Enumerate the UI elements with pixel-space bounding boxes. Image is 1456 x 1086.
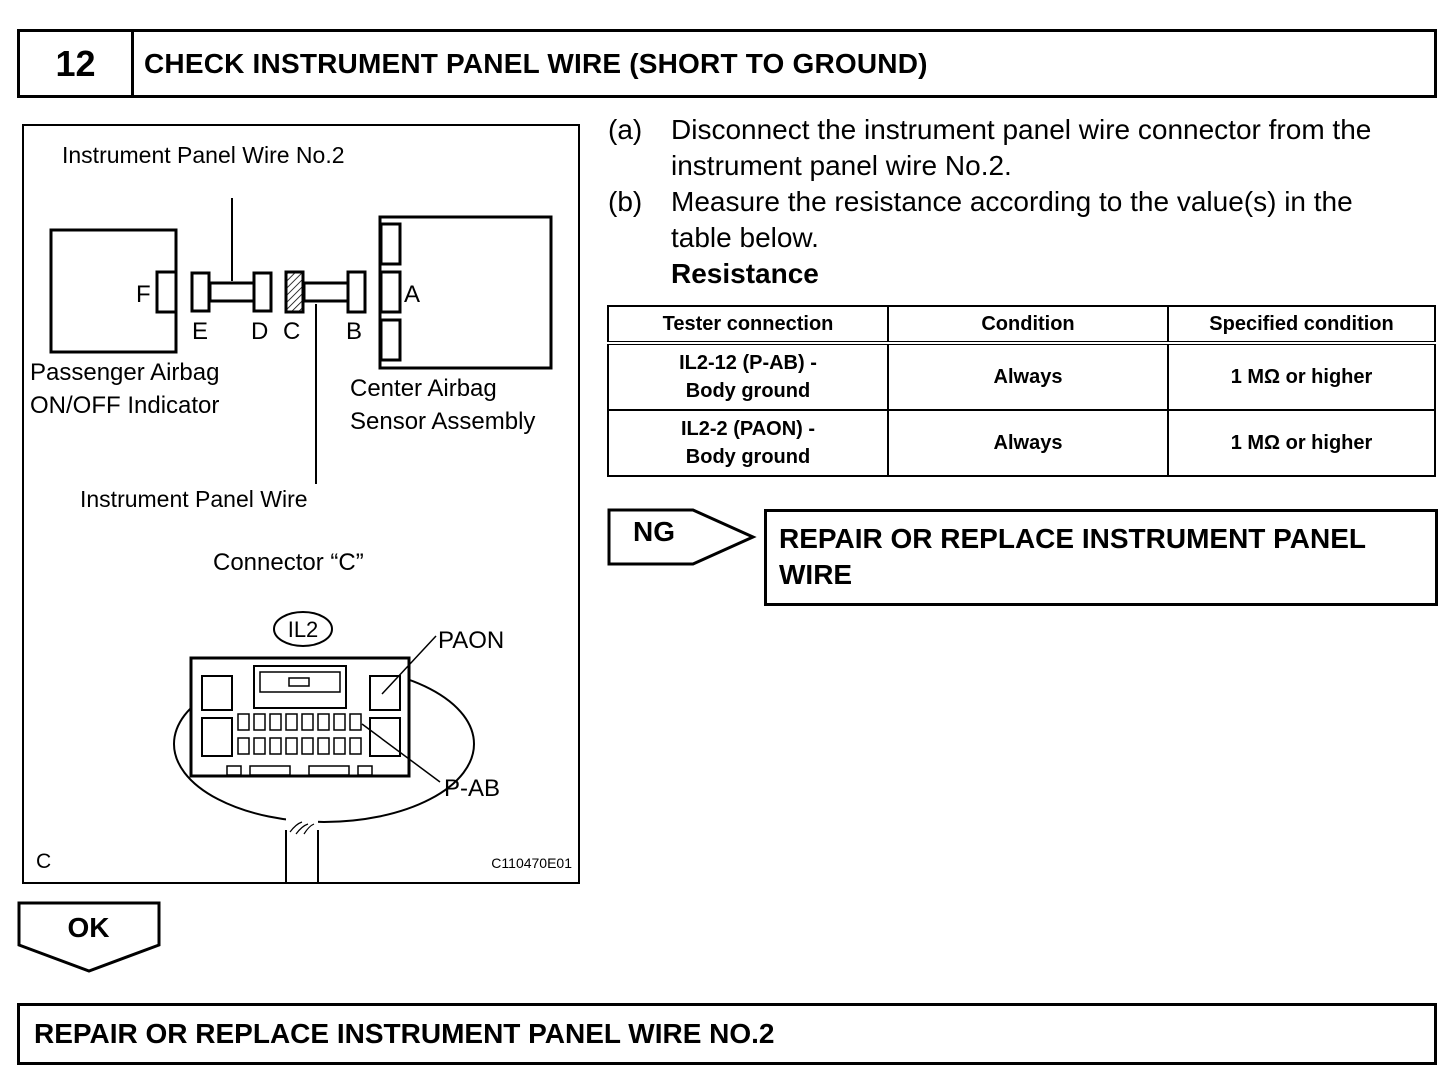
wiring-diagram-figure: Instrument Panel Wire No.2 F E D C B A P…	[22, 124, 580, 884]
connector-code-oval	[273, 611, 333, 647]
terminal-large-bottom-left	[201, 717, 233, 757]
ok-action-box: REPAIR OR REPLACE INSTRUMENT PANEL WIRE …	[17, 1003, 1437, 1065]
wire-no2-harness	[208, 281, 256, 303]
connection-line2: Body ground	[685, 380, 811, 402]
lock-slot	[288, 677, 310, 687]
header-specified-condition: Specified condition	[1167, 305, 1436, 344]
ng-label: NG	[633, 516, 675, 547]
step-number: 12	[20, 32, 134, 95]
terminal-large-top-left	[201, 675, 233, 711]
label-d: D	[251, 318, 268, 345]
harness-strands	[289, 821, 315, 835]
table-row: IL2-12 (P-AB) - Body ground Always 1 MΩ …	[607, 342, 1436, 411]
connector-code-label: IL2	[288, 617, 319, 642]
ng-action-line1: REPAIR OR REPLACE INSTRUMENT PANEL	[779, 523, 1366, 554]
ok-label: OK	[67, 912, 110, 943]
sensor-connector-upper	[379, 222, 402, 266]
resistance-table: Tester connection Condition Specified co…	[607, 305, 1436, 477]
cell-specified: 1 MΩ or higher	[1167, 409, 1436, 477]
table-header-row: Tester connection Condition Specified co…	[607, 305, 1436, 344]
center-airbag-label-line1: Center Airbag	[350, 375, 497, 402]
instruction-a-line2: instrument panel wire No.2.	[671, 150, 1012, 181]
table-row: IL2-2 (PAON) - Body ground Always 1 MΩ o…	[607, 409, 1436, 477]
cell-specified: 1 MΩ or higher	[1167, 342, 1436, 411]
connector-bottom-slots	[226, 765, 373, 776]
ng-arrow-icon	[607, 508, 757, 566]
terminal-row-lower	[237, 737, 362, 755]
pab-leader-line	[361, 723, 441, 783]
step-title: CHECK INSTRUMENT PANEL WIRE (SHORT TO GR…	[144, 47, 928, 79]
wiring-diagram-svg: Instrument Panel Wire No.2 F E D C B A P…	[30, 142, 572, 882]
center-airbag-label-line2: Sensor Assembly	[350, 408, 535, 435]
terminal-large-top-right	[369, 675, 401, 711]
connector-d-shape	[252, 271, 273, 313]
ng-action-box: REPAIR OR REPLACE INSTRUMENT PANEL WIRE	[764, 509, 1438, 606]
terminal-large-bottom-right	[369, 717, 401, 757]
terminal-row-upper	[237, 713, 362, 731]
pin-pab-label: P-AB	[444, 775, 500, 802]
instruction-a-line1: Disconnect the instrument panel wire con…	[671, 114, 1372, 145]
header-condition: Condition	[887, 305, 1169, 344]
instruction-a-label: (a)	[608, 114, 643, 145]
instruction-b-line1: Measure the resistance according to the …	[671, 186, 1353, 217]
instrument-panel-wire-harness	[302, 281, 350, 303]
cell-tester-connection: IL2-12 (P-AB) - Body ground	[607, 342, 889, 411]
figure-code: C110470E01	[491, 855, 572, 871]
label-b: B	[346, 318, 362, 345]
figure-corner-letter: C	[36, 850, 51, 873]
connector-b-shape	[346, 270, 367, 314]
connection-line1: IL2-2 (PAON) -	[680, 418, 816, 440]
connection-line1: IL2-12 (P-AB) -	[679, 352, 817, 374]
connector-c-title: Connector “C”	[213, 549, 364, 576]
step-header: 12 CHECK INSTRUMENT PANEL WIRE (SHORT TO…	[17, 29, 1437, 98]
connector-a-shape	[379, 270, 402, 314]
connector-e-shape	[190, 271, 211, 313]
label-e: E	[192, 318, 208, 345]
cell-condition: Always	[887, 409, 1169, 477]
label-c: C	[283, 318, 300, 345]
cell-condition: Always	[887, 342, 1169, 411]
label-a: A	[404, 281, 420, 308]
instrument-panel-wire-no2-label: Instrument Panel Wire No.2	[62, 142, 345, 168]
cell-tester-connection: IL2-2 (PAON) - Body ground	[607, 409, 889, 477]
harness-bundle-bg	[286, 816, 318, 882]
passenger-airbag-label-line2: ON/OFF Indicator	[30, 392, 219, 419]
resistance-heading: Resistance	[671, 258, 819, 289]
passenger-airbag-indicator-body	[49, 228, 178, 354]
header-tester-connection: Tester connection	[607, 305, 889, 344]
instrument-panel-wire-label: Instrument Panel Wire	[80, 486, 308, 512]
connector-f-shape	[155, 270, 178, 314]
connector-c-shape	[284, 270, 305, 314]
sensor-connector-lower	[379, 318, 402, 362]
connection-line2: Body ground	[685, 446, 811, 468]
ok-arrow-icon	[17, 901, 161, 973]
pin-paon-label: PAON	[438, 627, 504, 654]
paon-leader-line	[381, 635, 437, 695]
instruction-b-label: (b)	[608, 186, 643, 217]
label-f: F	[136, 281, 151, 308]
passenger-airbag-label-line1: Passenger Airbag	[30, 359, 219, 386]
instruction-b-line2: table below.	[671, 222, 819, 253]
center-airbag-sensor-body	[378, 215, 553, 370]
ng-action-line2: WIRE	[779, 559, 853, 590]
